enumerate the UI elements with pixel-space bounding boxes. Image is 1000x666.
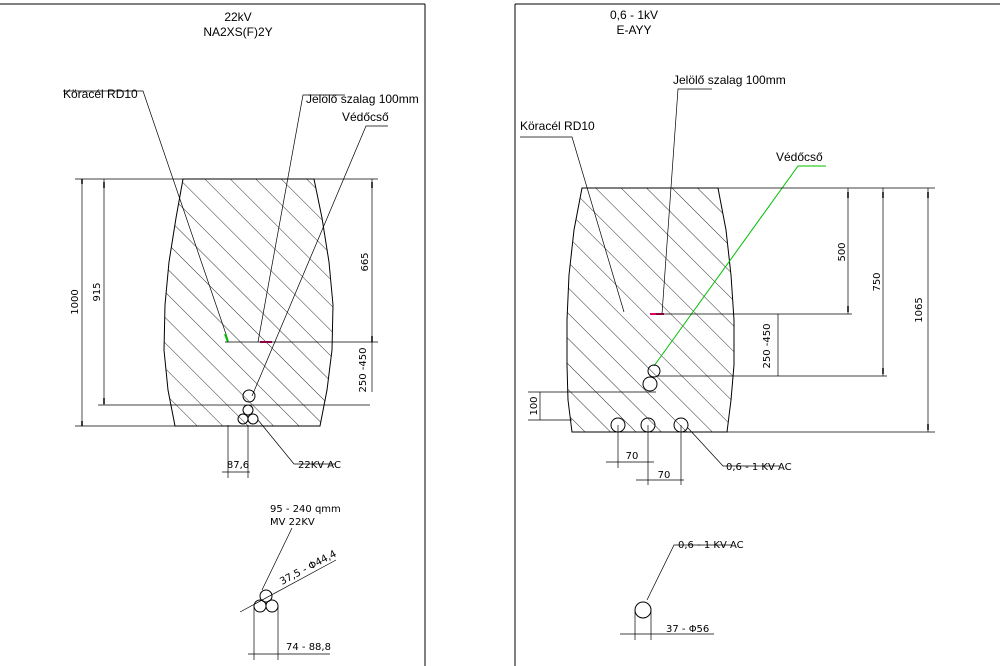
right-title-cable-type: E-AYY <box>616 23 651 37</box>
right-cable-label: 0,6 - 1 KV AC <box>726 462 792 473</box>
left-sheet-border <box>0 3 426 666</box>
left-cable-label: 22KV AC <box>298 460 341 471</box>
left-dim-range: 250 -450 <box>358 348 369 393</box>
right-protective-duct <box>642 364 661 392</box>
left-trench-section <box>163 178 334 427</box>
left-label-tape: Jelölő szalag 100mm <box>306 92 419 106</box>
right-trench-section <box>566 187 735 433</box>
right-dim-range: 250 -450 <box>762 324 773 369</box>
right-detail-diam: 37 - Φ56 <box>666 624 709 635</box>
left-title-voltage: 22kV <box>224 10 251 24</box>
left-cable-trefoil <box>237 389 259 425</box>
right-detail-label: 0,6 - 1 KV AC <box>678 540 744 551</box>
left-dim-665: 665 <box>360 252 371 271</box>
left-label-rebar: Köracél RD10 <box>63 87 138 101</box>
left-detail-line2: MV 22KV <box>270 517 315 528</box>
left-panel: 22kV NA2XS(F)2Y Köracél RD10 Jelölő szal… <box>63 10 419 660</box>
right-label-tape: Jelölő szalag 100mm <box>673 73 786 87</box>
right-title-voltage: 0,6 - 1kV <box>610 8 658 22</box>
right-dim-1065: 1065 <box>914 297 925 322</box>
left-rebar-marker <box>224 333 229 343</box>
right-panel: 0,6 - 1kV E-AYY Jelölő szalag 100mm Köra… <box>520 8 935 640</box>
left-dim-915: 915 <box>92 282 103 301</box>
left-detail-width: 74 - 88,8 <box>286 642 331 653</box>
left-leader-lines <box>63 90 388 397</box>
right-dim-70b: 70 <box>658 470 671 481</box>
left-title-cable-type: NA2XS(F)2Y <box>203 25 272 39</box>
right-dim-500: 500 <box>837 242 848 261</box>
left-detail-line1: 95 - 240 qmm <box>270 504 341 515</box>
right-detail-cable <box>634 601 652 619</box>
right-label-rebar: Köracél RD10 <box>520 119 595 133</box>
left-detail-diam: 37,5 - Φ44,4 <box>278 549 338 588</box>
right-duct-leader <box>653 165 826 367</box>
right-dim-750: 750 <box>872 272 883 291</box>
left-label-duct: Védőcső <box>342 110 389 124</box>
right-dim-70a: 70 <box>626 451 639 462</box>
right-dim-100: 100 <box>529 396 540 415</box>
right-sheet-border <box>514 3 1000 666</box>
left-dim-offset: 87,6 <box>227 460 249 471</box>
right-label-duct: Védőcső <box>776 150 823 164</box>
right-leader-lines <box>520 88 712 315</box>
left-dim-1000: 1000 <box>70 289 81 314</box>
